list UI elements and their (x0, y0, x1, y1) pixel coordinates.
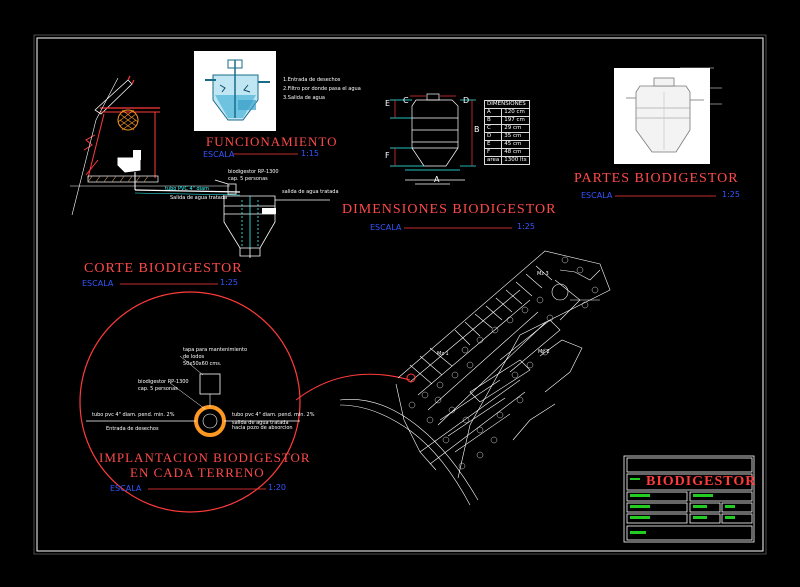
implantacion-title-line1: IMPLANTACION BIODIGESTOR (99, 450, 311, 465)
map-label-zona2: Mz 2 (538, 349, 550, 355)
dim-row-value: 29 cm (501, 124, 530, 133)
dimensiones-title: DIMENSIONES BIODIGESTOR (342, 202, 557, 217)
corte-note-bio: biodigestor RP-1300 (228, 169, 279, 175)
impl-note-tapa2: de lodos (183, 354, 205, 360)
dim-label-b: B (474, 125, 480, 134)
impl-note-tubo-der: tubo pvc 4" diam. pend. min. 2% (232, 412, 315, 418)
impl-note-entrada: Entrada de desechos (106, 426, 159, 432)
implantacion-escala: ESCALA (110, 484, 142, 493)
implantacion-circle (79, 291, 301, 513)
corte-note-cap: cap. 5 personas (228, 176, 268, 182)
partes-title: PARTES BIODIGESTOR (574, 171, 739, 186)
dimension-table-header: DIMENSIONES (484, 100, 530, 109)
dim-row-key: area (483, 156, 503, 165)
dimensiones-scale: 1:25 (517, 222, 535, 231)
dim-row-value: 197 cm (501, 116, 530, 125)
dimensiones-drawing (390, 93, 476, 185)
impl-note-tapa: tapa para mantenimiento (183, 347, 248, 353)
partes-tank (626, 77, 704, 153)
implantacion-drawing (86, 355, 300, 437)
selected-lot (406, 373, 416, 383)
implantacion-title-line2: EN CADA TERRENO (130, 465, 265, 480)
corte-scale: 1:25 (220, 278, 238, 287)
dim-row-key: C (483, 124, 503, 133)
dim-row-value: 35 cm (501, 132, 530, 141)
dim-row-key: D (483, 132, 503, 141)
impl-note-tapa3: 50x50x60 cms. (183, 361, 222, 367)
impl-note-salida: salida de agua tratada hacia pozo de abs… (232, 420, 293, 431)
impl-note-bio2: cap. 5 personas (138, 386, 178, 392)
corte-drawing (70, 75, 330, 258)
dim-row-value: 45 cm (501, 140, 530, 149)
dim-row-key: E (483, 140, 503, 149)
corte-note-salida: Salida de agua tratada (170, 195, 228, 201)
dim-row-value: 1300 lts (501, 156, 530, 165)
corte-note-tubo: tubo PVC 4" diam (165, 186, 210, 192)
dim-label-f: F (385, 151, 390, 160)
funcionamiento-tank (205, 59, 270, 121)
dim-label-e: E (385, 99, 391, 108)
sheet-border (36, 37, 764, 552)
dim-row-key: F (483, 148, 503, 157)
implantacion-scale: 1:20 (268, 483, 286, 492)
lot-map (339, 250, 611, 506)
dim-label-a: A (434, 175, 440, 184)
dim-label-d: D (463, 96, 470, 105)
dim-row-key: B (483, 116, 503, 125)
title-block (623, 455, 755, 543)
funcionamiento-escala: ESCALA (203, 150, 235, 159)
dim-row-value: 120 cm (501, 108, 530, 117)
dim-row-key: A (483, 108, 503, 117)
funcionamiento-note-2: 2.Filtro por donde pasa el agua (283, 86, 361, 92)
funcionamiento-note-1: 1.Entrada de desechos (283, 77, 341, 83)
title-block-fills (630, 478, 735, 534)
funcionamiento-note-3: 3.Salida de agua (283, 95, 325, 101)
detail-connector (295, 373, 411, 401)
dimensiones-escala: ESCALA (370, 223, 402, 232)
lot-markers (408, 256, 599, 470)
partes-scale: 1:25 (722, 190, 740, 199)
funcionamiento-title: FUNCIONAMIENTO (206, 134, 338, 149)
title-block-title: BIODIGESTOR (646, 474, 757, 489)
map-label-zona3: Mz 1 (437, 351, 449, 357)
corte-title: CORTE BIODIGESTOR (84, 261, 243, 276)
corte-escala: ESCALA (82, 279, 114, 288)
funcionamiento-scale: 1:15 (301, 149, 319, 158)
partes-escala: ESCALA (581, 191, 613, 200)
dim-label-c: C (403, 96, 409, 105)
impl-note-bio: biodigestor RP-1300 (138, 379, 189, 385)
dim-row-value: 48 cm (501, 148, 530, 157)
corte-note-salida2: salida de agua tratada (282, 189, 339, 195)
map-label-zona1: Mz 3 (537, 271, 549, 277)
impl-note-tubo-izq: tubo pvc 4" diam. pend. min. 2% (92, 412, 175, 418)
